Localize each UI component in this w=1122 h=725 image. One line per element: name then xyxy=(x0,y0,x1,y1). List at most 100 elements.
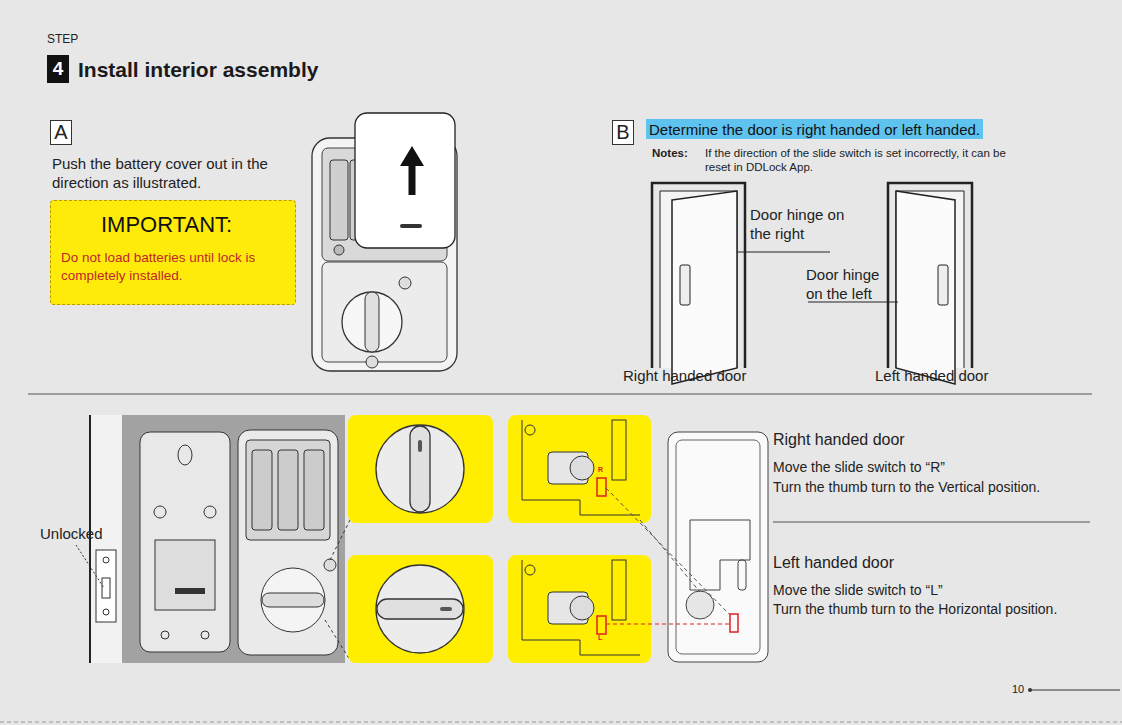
note-heading: Notes: xyxy=(652,146,688,160)
installed-lock-view-part xyxy=(201,631,209,639)
lock-battery-cover-part xyxy=(334,245,344,255)
lock-battery-cover-part xyxy=(342,292,402,352)
section-divider-part xyxy=(1028,688,1032,692)
lock-battery-cover xyxy=(312,113,457,371)
thumb-turn-inset xyxy=(348,415,493,663)
installed-lock-view-part xyxy=(261,568,325,632)
switch-mark: R xyxy=(598,466,603,473)
right-handed-door-part xyxy=(672,191,737,384)
thumb-turn-inset-part xyxy=(376,565,464,653)
door-hinge-label: Door hinge on the right xyxy=(750,206,845,244)
lock-battery-cover-part xyxy=(366,356,378,368)
option-step: Turn the thumb turn to the Horizontal po… xyxy=(773,601,1057,619)
instruction-text: Push the battery cover out in the direct… xyxy=(52,155,282,193)
installed-lock-view-part xyxy=(103,609,109,615)
step-box: STEP4 xyxy=(47,55,69,83)
letter-box: B xyxy=(612,120,634,145)
thumb-turn-inset-part xyxy=(376,425,464,513)
interior-plate-part xyxy=(606,488,730,615)
thumb-turn-inset-part xyxy=(410,426,430,512)
lock-battery-cover-part xyxy=(399,277,411,289)
option-step: Move the slide switch to “L” xyxy=(773,582,943,600)
installed-lock-view-part xyxy=(103,557,109,563)
option-step: Move the slide switch to “R” xyxy=(773,459,945,477)
step-number: 4 xyxy=(53,58,64,80)
installed-lock-view-part xyxy=(304,450,324,530)
installed-lock-view-part xyxy=(178,445,192,465)
interior-plate-part xyxy=(668,432,768,662)
page-number: 10 xyxy=(1012,683,1024,697)
lock-battery-cover-part xyxy=(400,224,422,228)
interior-plate-part xyxy=(640,520,700,592)
slide-switch-inset-part xyxy=(597,478,606,496)
slide-switch-inset-part xyxy=(597,616,606,634)
installed-lock-view-part xyxy=(252,450,272,530)
installed-lock-view-part xyxy=(246,440,330,540)
installed-lock-view-part xyxy=(262,593,324,607)
slide-switch-inset-part xyxy=(570,456,594,480)
thumb-turn-inset-part xyxy=(348,555,493,663)
section-letter: B xyxy=(616,121,629,144)
right-handed-door-part xyxy=(737,252,830,253)
installed-lock-view-part xyxy=(96,550,116,622)
interior-plate-part xyxy=(686,591,714,619)
switch-mark: L xyxy=(598,634,602,641)
section-divider-part xyxy=(0,722,1122,723)
installed-lock-view-part xyxy=(175,588,205,594)
highlight-band-text: Determine the door is right handed or le… xyxy=(649,121,980,138)
interior-plate-part xyxy=(606,624,730,625)
option-heading: Right handed door xyxy=(773,430,905,450)
step-label: STEP xyxy=(47,32,78,46)
installed-lock-view-part xyxy=(161,631,169,639)
left-handed-door-part xyxy=(938,265,948,305)
note-text: If the direction of the slide switch is … xyxy=(705,146,1020,175)
slide-switch-inset-part xyxy=(508,555,651,663)
installed-lock-view-part xyxy=(76,545,104,588)
installed-lock-view-part xyxy=(324,559,336,571)
slide-switch-inset-part xyxy=(508,415,651,523)
lock-battery-cover-part xyxy=(409,162,416,195)
thumb-turn-inset-part xyxy=(418,440,422,452)
option-heading: Left handed door xyxy=(773,553,894,573)
interior-plate xyxy=(606,432,768,662)
installed-lock-view-part xyxy=(140,432,230,652)
right-handed-door-part xyxy=(680,265,690,305)
door-hinge-label: Door hinge on the left xyxy=(806,266,891,304)
installed-lock-view-part xyxy=(102,578,110,598)
left-handed-door-part xyxy=(896,191,955,384)
thumb-turn-inset-part xyxy=(348,415,493,523)
installed-lock-view-part xyxy=(122,415,345,663)
thumb-turn-inset-part xyxy=(377,599,463,619)
warning-box: IMPORTANT: Do not load batteries until lo… xyxy=(50,200,296,305)
installed-lock-view-part xyxy=(330,520,350,560)
installed-lock-view-part xyxy=(154,506,166,518)
highlight-band: Determine the door is right handed or le… xyxy=(646,119,983,139)
installed-lock-view-part xyxy=(155,540,215,610)
slide-switch-inset-part xyxy=(525,425,535,435)
slide-switch-inset-part xyxy=(522,560,640,655)
section-divider-part xyxy=(28,394,1092,395)
interior-plate-part xyxy=(676,440,760,654)
slide-switch-inset-part xyxy=(522,420,640,515)
warning-text: Do not load batteries until lock is comp… xyxy=(61,249,285,284)
interior-plate-part xyxy=(730,614,738,632)
installed-lock-view-part xyxy=(204,506,216,518)
slide-switch-inset-part xyxy=(612,560,626,620)
state-label: Unlocked xyxy=(40,525,103,544)
slide-switch-inset-part xyxy=(525,565,535,575)
lock-battery-cover-part xyxy=(365,292,379,352)
section-divider-part xyxy=(1030,690,1120,691)
lock-battery-cover-part xyxy=(400,146,424,166)
option-step: Turn the thumb turn to the Vertical posi… xyxy=(773,479,1040,497)
warning-heading: IMPORTANT: xyxy=(61,209,285,241)
lock-battery-cover-part xyxy=(355,113,455,248)
door-caption: Left handed door xyxy=(875,367,988,386)
section-divider xyxy=(0,394,1122,722)
thumb-turn-inset-part xyxy=(440,607,452,611)
lock-battery-cover-part xyxy=(330,160,348,240)
installed-lock-view xyxy=(76,415,350,663)
section-letter: A xyxy=(54,121,67,144)
page-title: Install interior assembly xyxy=(78,57,318,83)
section-divider-part xyxy=(773,522,1090,523)
interior-plate-part xyxy=(738,560,746,590)
